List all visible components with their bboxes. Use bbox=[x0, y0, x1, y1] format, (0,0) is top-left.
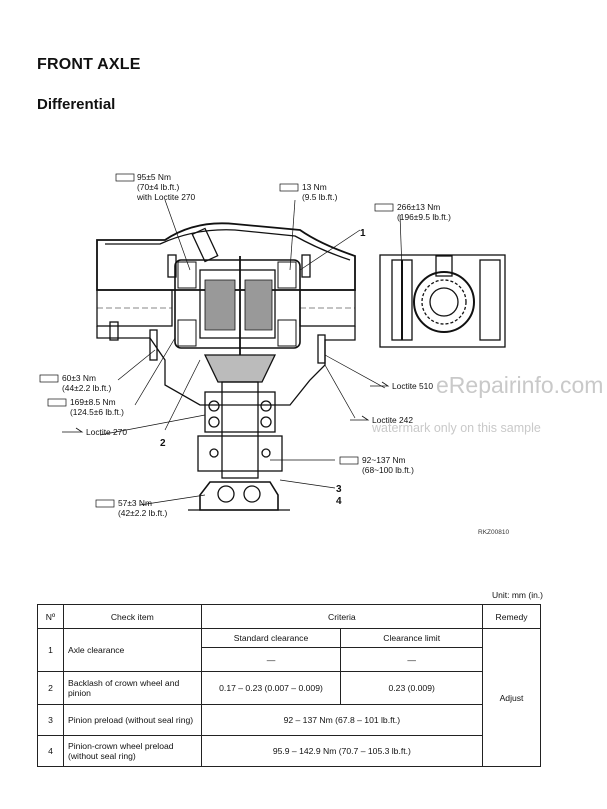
header-remedy: Remedy bbox=[482, 604, 541, 629]
row-3-item: Pinion preload (without seal ring) bbox=[62, 704, 202, 736]
watermark-note: watermark only on this sample bbox=[371, 421, 541, 435]
callout-2: 2 bbox=[160, 438, 166, 449]
callout-4: 4 bbox=[336, 496, 342, 507]
row-2-limit: 0.23 (0.009) bbox=[340, 671, 484, 705]
loctite-icon bbox=[62, 427, 84, 433]
loctite-270-label: Loctite 270 bbox=[86, 427, 127, 437]
torque-92-imperial: (68~100 lb.ft.) bbox=[362, 465, 414, 475]
row-2-no: 2 bbox=[37, 671, 64, 705]
remedy-cell: Adjust bbox=[482, 628, 541, 767]
torque-wrench-icon bbox=[374, 203, 394, 212]
torque-wrench-icon bbox=[115, 173, 135, 182]
header-check-item: Check item bbox=[62, 604, 202, 629]
differential-diagram: 95±5 Nm (70±4 lb.ft.) with Loctite 270 1… bbox=[39, 172, 603, 536]
torque-95-loctite: with Loctite 270 bbox=[136, 192, 196, 202]
torque-266-value: 266±13 Nm bbox=[397, 202, 440, 212]
torque-60-value: 60±3 Nm bbox=[62, 373, 96, 383]
row-3-criteria: 92 – 137 Nm (67.8 – 101 lb.ft.) bbox=[200, 704, 484, 736]
torque-wrench-icon bbox=[47, 398, 67, 407]
torque-wrench-icon bbox=[339, 456, 359, 465]
header-criteria: Criteria bbox=[200, 604, 484, 629]
torque-13-value: 13 Nm bbox=[302, 182, 327, 192]
loctite-icon bbox=[370, 381, 390, 387]
row-1-item: Axle clearance bbox=[62, 628, 202, 672]
torque-266-imperial: (196±9.5 lb.ft.) bbox=[397, 212, 451, 222]
row-4-item: Pinion-crown wheel preload (without seal… bbox=[62, 735, 202, 767]
torque-57-imperial: (42±2.2 lb.ft.) bbox=[118, 508, 167, 518]
watermark-logo: eRepairinfo.com bbox=[436, 372, 603, 398]
row-2-std: 0.17 – 0.23 (0.007 – 0.009) bbox=[200, 671, 342, 705]
loctite-242-label: Loctite 242 bbox=[372, 415, 413, 425]
torque-92-value: 92~137 Nm bbox=[362, 455, 406, 465]
header-clearance-limit: Clearance limit bbox=[340, 628, 484, 648]
row-3-no: 3 bbox=[37, 704, 64, 736]
torque-wrench-icon bbox=[279, 183, 299, 192]
page-title: FRONT AXLE bbox=[37, 56, 141, 73]
row-2-item: Backlash of crown wheel and pinion bbox=[62, 671, 202, 705]
torque-169-imperial: (124.5±6 lb.ft.) bbox=[70, 407, 124, 417]
torque-95-imperial: (70±4 lb.ft.) bbox=[137, 182, 180, 192]
callout-1: 1 bbox=[360, 228, 366, 239]
torque-57-value: 57±3 Nm bbox=[118, 498, 152, 508]
unit-note: Unit: mm (in.) bbox=[492, 590, 543, 600]
header-no: Nº bbox=[37, 604, 64, 629]
row-4-criteria: 95.9 – 142.9 Nm (70.7 – 105.3 lb.ft.) bbox=[200, 735, 484, 767]
loctite-icon bbox=[350, 415, 370, 421]
torque-wrench-icon bbox=[95, 499, 115, 508]
header-std-clearance: Standard clearance bbox=[200, 628, 342, 648]
loctite-510-label: Loctite 510 bbox=[392, 381, 433, 391]
check-table: Nº Check item Criteria Remedy 1 Axle cle… bbox=[37, 604, 541, 767]
section-subtitle: Differential bbox=[37, 96, 116, 113]
callout-3: 3 bbox=[336, 484, 342, 495]
row-1-std: — bbox=[200, 647, 342, 672]
row-4-no: 4 bbox=[37, 735, 64, 767]
torque-169-value: 169±8.5 Nm bbox=[70, 397, 116, 407]
torque-95-value: 95±5 Nm bbox=[137, 172, 171, 182]
row-1-limit: — bbox=[340, 647, 484, 672]
figure-code: RKZ00810 bbox=[478, 529, 509, 536]
row-1-no: 1 bbox=[37, 628, 64, 672]
torque-wrench-icon bbox=[39, 374, 59, 383]
torque-60-imperial: (44±2.2 lb.ft.) bbox=[62, 383, 111, 393]
torque-13-imperial: (9.5 lb.ft.) bbox=[302, 192, 338, 202]
